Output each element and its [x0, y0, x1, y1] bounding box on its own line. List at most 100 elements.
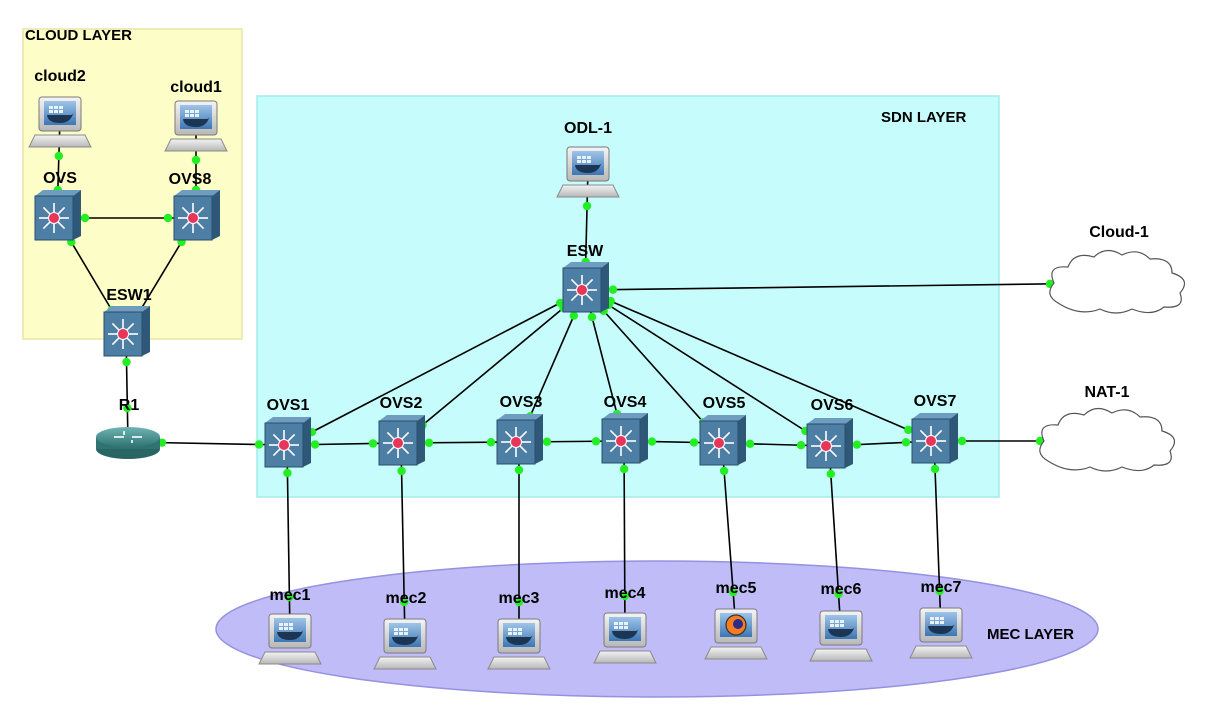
node-ovs6[interactable]: OVS6: [806, 397, 853, 469]
port-ovs2-mec2[interactable]: [397, 466, 406, 476]
port-mec6-ovs6[interactable]: [834, 589, 843, 599]
docker-container-icon: [513, 628, 517, 631]
port-esw1-r1[interactable]: [122, 357, 131, 367]
node-mec3[interactable]: mec3: [487, 590, 551, 670]
port-mec5-ovs5[interactable]: [728, 587, 738, 597]
node-ovs1[interactable]: OVS1: [264, 397, 311, 468]
port-ovs-ovs8[interactable]: [80, 213, 90, 223]
switch-top: [104, 306, 150, 312]
node-label-odl1: ODL-1: [564, 120, 612, 137]
node-ovs4[interactable]: OVS4: [601, 394, 648, 464]
node-odl1[interactable]: ODL-1: [556, 120, 620, 198]
switch-top: [563, 262, 609, 268]
link-esw-ovs6[interactable]: [584, 289, 830, 447]
browser-globe-inner: [733, 619, 743, 629]
link-esw-ovs2[interactable]: [400, 289, 586, 444]
switch-side: [142, 306, 150, 356]
port-mec7-ovs7[interactable]: [935, 586, 944, 596]
node-mec6[interactable]: mec6: [809, 581, 873, 662]
port-ovs7-ovs6[interactable]: [901, 438, 911, 447]
switch-top: [174, 190, 220, 196]
node-mec2[interactable]: mec2: [373, 590, 437, 670]
port-mec4-ovs4[interactable]: [620, 591, 630, 601]
node-ovs5[interactable]: OVS5: [699, 395, 746, 466]
node-label-ovs3: OVS3: [500, 394, 543, 411]
switch-arrow: [609, 429, 618, 438]
port-ovs3-ovs4[interactable]: [542, 437, 552, 446]
node-ovs2[interactable]: OVS2: [378, 395, 425, 466]
port-ovs5-ovs6[interactable]: [745, 439, 755, 448]
switch-arrow: [814, 434, 823, 443]
node-ovs8[interactable]: OVS8: [169, 171, 220, 241]
port-esw-ovs4[interactable]: [587, 312, 597, 322]
docker-container-icon: [59, 106, 63, 109]
port-ovs7-esw[interactable]: [904, 425, 913, 435]
node-cloud_1[interactable]: Cloud-1: [1049, 224, 1186, 314]
node-cloud2[interactable]: cloud2: [28, 68, 92, 148]
port-ovs4-mec4[interactable]: [619, 464, 629, 474]
port-ovs6-mec6[interactable]: [826, 469, 836, 479]
link-esw-ovs1[interactable]: [286, 289, 586, 446]
docker-container-icon: [830, 620, 834, 623]
port-r1-esw1[interactable]: [123, 403, 132, 413]
switch-core-icon: [278, 439, 290, 451]
switch-core-icon: [615, 435, 627, 447]
port-ovs3-ovs2[interactable]: [486, 438, 496, 447]
switch-arrow: [919, 444, 928, 453]
switch-arrow: [126, 322, 135, 331]
port-ovs7-nat1[interactable]: [957, 436, 967, 446]
node-esw[interactable]: ESW: [562, 243, 609, 313]
link-esw-cloud_1[interactable]: [584, 282, 1117, 291]
port-mec3-ovs3[interactable]: [514, 597, 524, 607]
port-ovs1-ovs2[interactable]: [310, 440, 320, 449]
switch-arrow: [707, 446, 716, 455]
docker-whale-icon: [575, 162, 603, 173]
node-label-ovs1: OVS1: [267, 397, 310, 414]
switch-arrow: [111, 322, 120, 331]
switch-arrow: [814, 449, 823, 458]
port-cloud2-ovs[interactable]: [54, 151, 64, 161]
port-ovs5-ovs4[interactable]: [689, 438, 699, 447]
port-ovs8-ovs[interactable]: [163, 213, 173, 223]
link-ovs2-mec2[interactable]: [400, 442, 406, 641]
node-label-mec4: mec4: [605, 585, 646, 602]
port-mec2-ovs2[interactable]: [400, 597, 409, 607]
port-ovs2-ovs1[interactable]: [368, 439, 378, 448]
node-ovs7[interactable]: OVS7: [911, 393, 958, 464]
docker-container-icon: [185, 110, 189, 113]
node-r1[interactable]: R1: [96, 397, 160, 459]
switch-arrow: [111, 337, 120, 346]
port-esw-ovs3[interactable]: [569, 311, 579, 320]
link-esw-ovs5[interactable]: [584, 289, 723, 444]
port-ovs4-ovs5[interactable]: [647, 437, 657, 446]
node-esw1[interactable]: ESW1: [103, 287, 152, 357]
docker-container-icon: [185, 114, 189, 117]
port-ovs1-r1[interactable]: [254, 440, 264, 449]
node-label-ovs2: OVS2: [380, 395, 423, 412]
link-esw-ovs7[interactable]: [584, 289, 935, 442]
port-ovs4-ovs3[interactable]: [591, 437, 601, 446]
node-ovs[interactable]: OVS: [34, 170, 81, 241]
node-label-ovs5: OVS5: [703, 395, 746, 412]
port-mec1-ovs1[interactable]: [285, 592, 294, 602]
node-ovs3[interactable]: OVS3: [496, 394, 543, 465]
node-mec5[interactable]: mec5: [704, 580, 768, 660]
switch-top: [265, 417, 311, 423]
port-esw-cloud_1[interactable]: [608, 285, 618, 294]
node-nat1[interactable]: NAT-1: [1039, 384, 1176, 472]
node-mec1[interactable]: mec1: [258, 587, 322, 665]
port-ovs1-mec1[interactable]: [283, 468, 292, 478]
node-cloud1[interactable]: cloud1: [164, 79, 228, 152]
port-ovs6-ovs7[interactable]: [852, 440, 862, 449]
node-mec7[interactable]: mec7: [909, 579, 973, 659]
switch-arrow: [934, 444, 943, 453]
port-ovs6-ovs5[interactable]: [796, 441, 806, 450]
port-ovs5-mec5[interactable]: [719, 466, 729, 476]
port-ovs3-mec3[interactable]: [514, 465, 524, 475]
port-ovs7-mec7[interactable]: [930, 464, 940, 474]
port-odl1-esw[interactable]: [582, 201, 592, 211]
port-cloud1-ovs8[interactable]: [191, 155, 201, 165]
port-ovs2-ovs3[interactable]: [424, 438, 434, 447]
node-mec4[interactable]: mec4: [593, 585, 657, 664]
